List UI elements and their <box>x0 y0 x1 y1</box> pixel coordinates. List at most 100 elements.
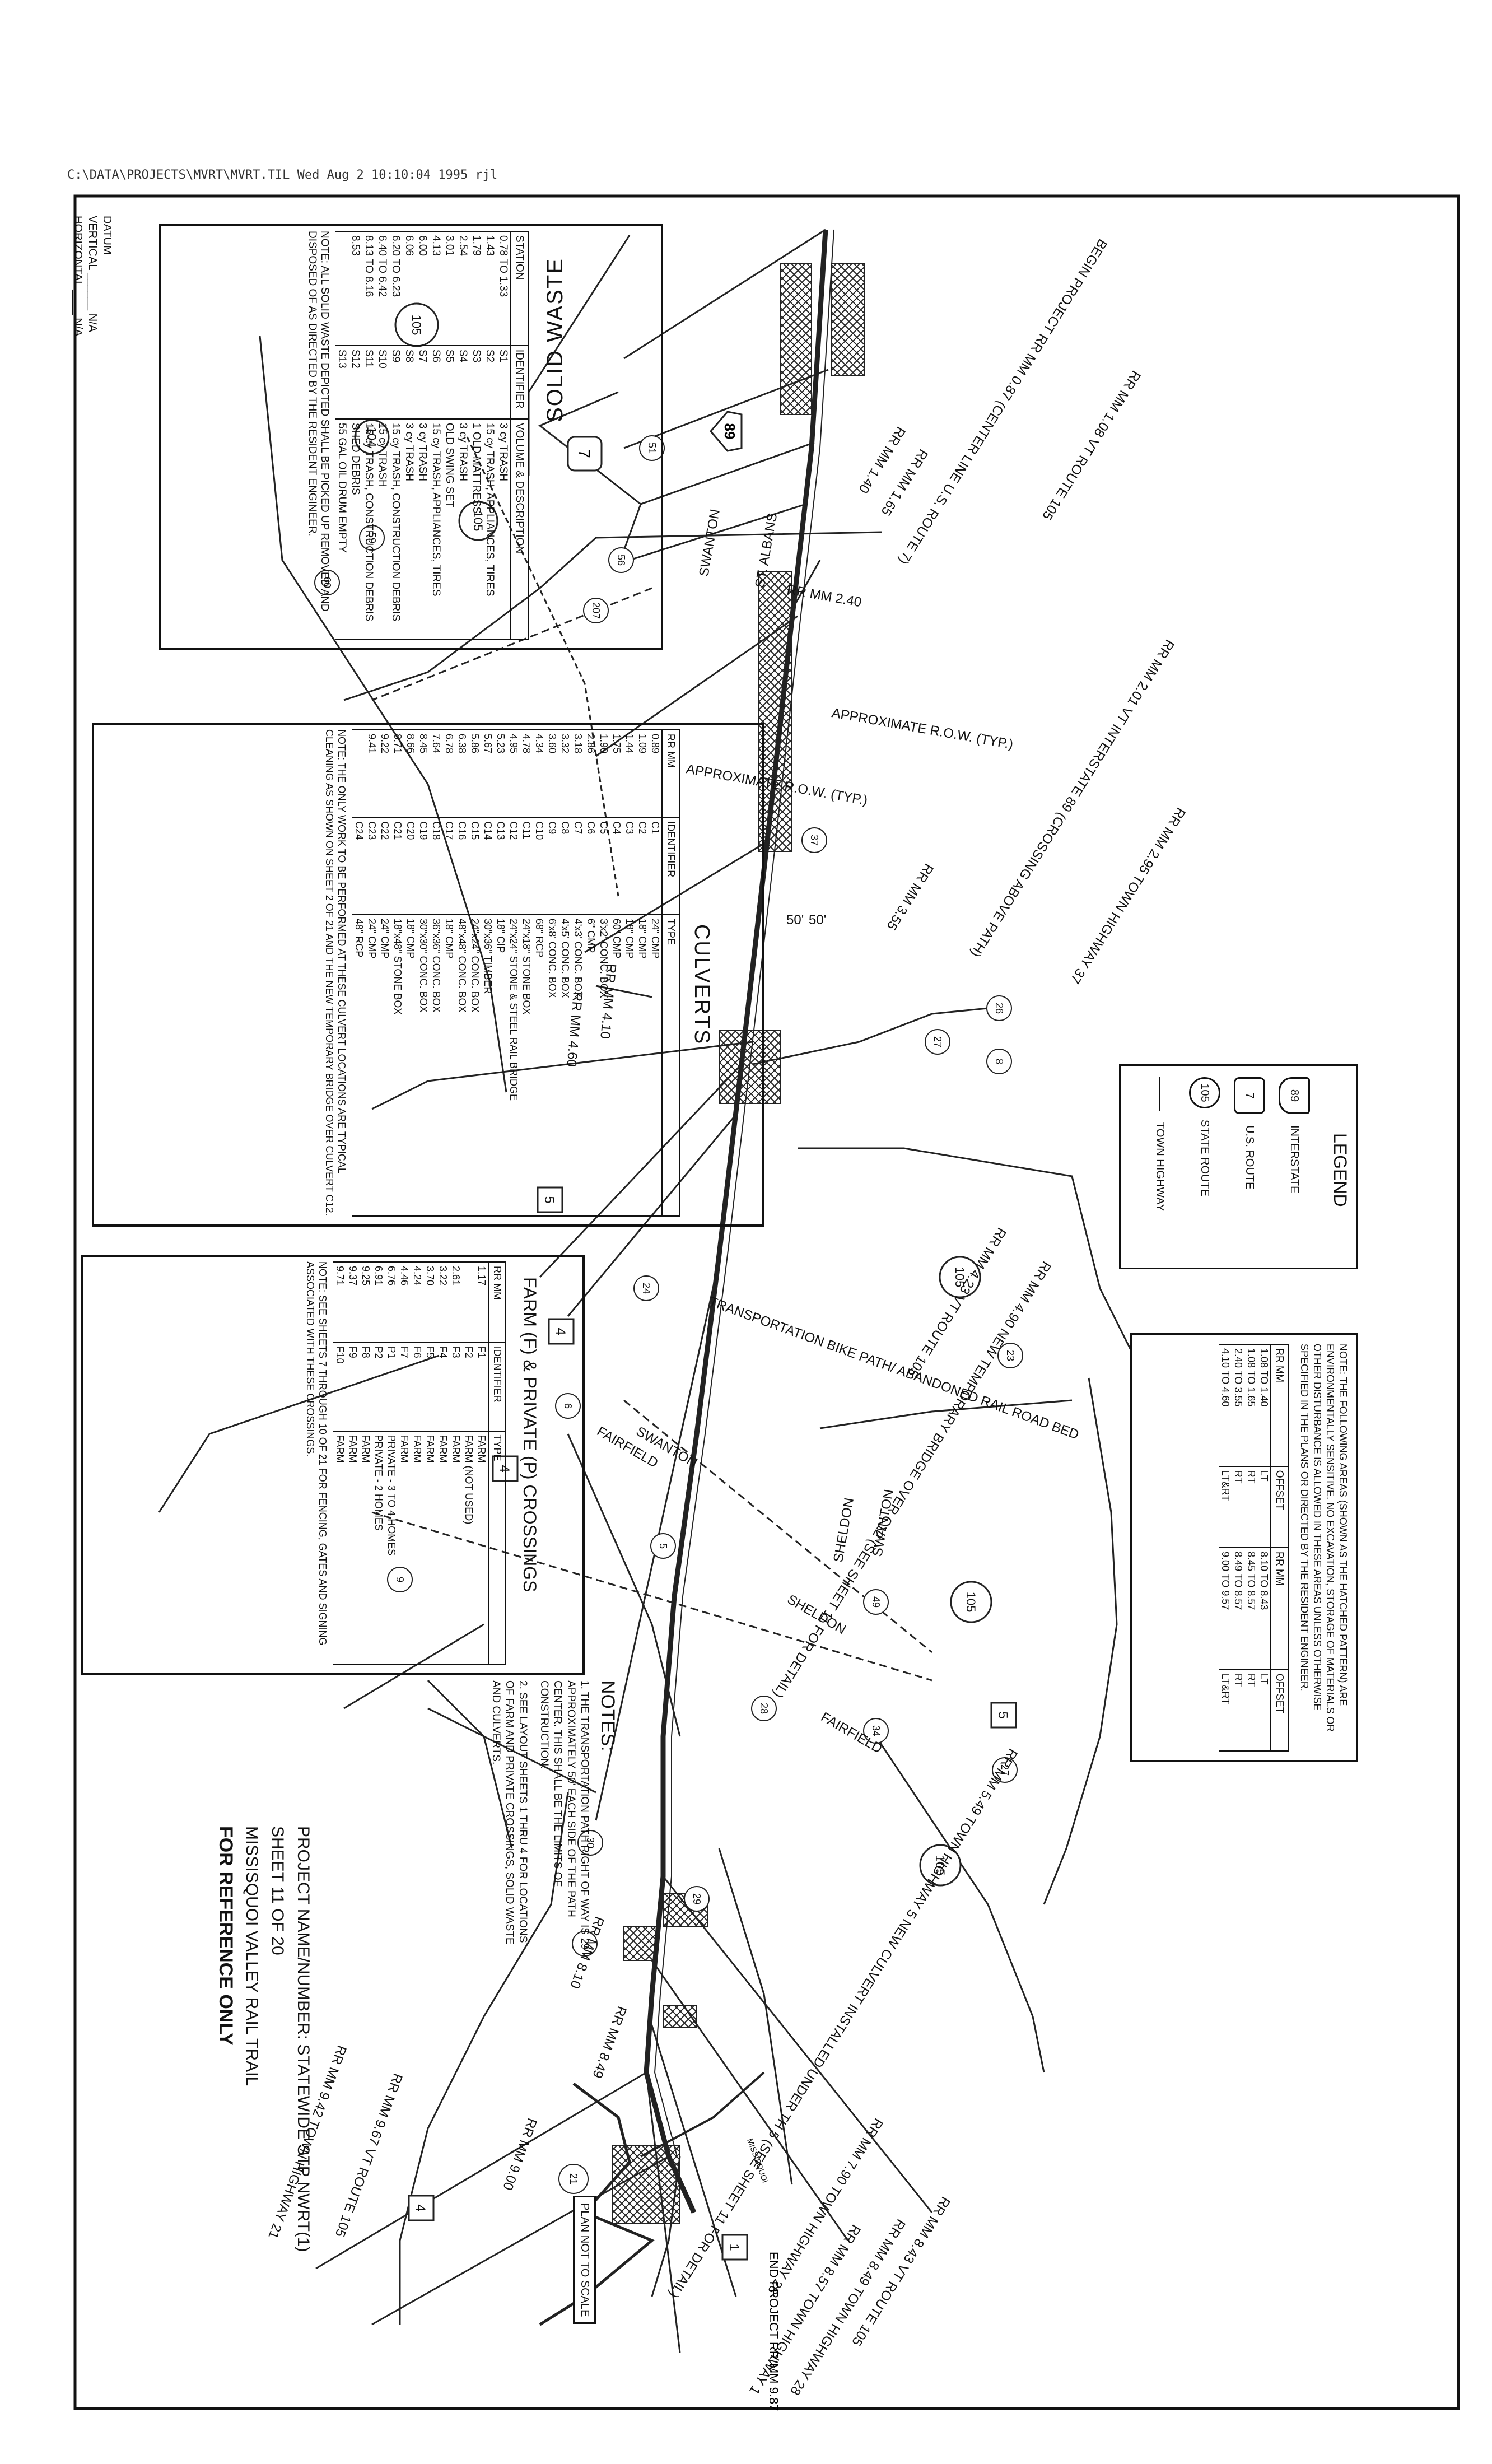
svg-text:89: 89 <box>721 423 738 440</box>
svg-text:6: 6 <box>562 1403 574 1409</box>
solid-waste-cell: 1 OLD MATTRESS <box>469 418 483 639</box>
solid-waste-cell: S8 <box>402 345 416 419</box>
road-th23 <box>819 1399 1073 1429</box>
svg-text:7: 7 <box>576 449 593 458</box>
culverts-cell: C1 <box>649 817 662 915</box>
svg-text:28: 28 <box>758 1703 770 1714</box>
culverts-cell: C18 <box>430 817 442 915</box>
culverts-cell: 5.23 <box>494 730 507 818</box>
culverts-cell: C16 <box>455 817 468 915</box>
solid-waste-cell: 3 cy TRASH <box>496 418 510 639</box>
crossings-cell: F7 <box>398 1342 411 1431</box>
hatch-area-2 <box>780 263 812 415</box>
solid-waste-cell: 1.79 <box>469 231 483 346</box>
solid-waste-cell: 6.40 TO 6.42 <box>375 231 389 346</box>
culverts-header-cell: RR MM <box>662 730 679 818</box>
culverts-cell: 3.60 <box>545 730 558 818</box>
th-30: 30 <box>577 1830 603 1856</box>
state-route-circle-icon: 105 <box>1189 1077 1220 1108</box>
square-4-a: 4 <box>548 1318 575 1345</box>
crossings-note: NOTE: SEE SHEETS 7 THROUGH 10 OF 21 FOR … <box>305 1261 328 1646</box>
th-24: 24 <box>633 1275 659 1301</box>
culverts-note: NOTE: THE ONLY WORK TO BE PERFORMED AT T… <box>324 729 347 1216</box>
shield-105-a: 105 <box>394 302 439 347</box>
end-project-box: END PROJECT RR MM 9.87 <box>767 2252 781 2411</box>
crossings-cell: F8 <box>359 1342 372 1431</box>
road-th30 <box>343 1623 484 1710</box>
legend-item: TOWN HIGHWAY <box>1137 1077 1182 1256</box>
svg-text:51: 51 <box>646 443 658 454</box>
datum-block: DATUM VERTICAL ______ N/A HORIZONTAL ___… <box>71 216 114 337</box>
crossings-cell: PRIVATE - 2 HOMES <box>372 1431 385 1664</box>
crossings-cell: FARM <box>423 1431 436 1664</box>
solid-waste-title: SOLID WASTE <box>543 258 567 422</box>
culverts-cell: 8.71 <box>391 730 404 818</box>
culverts-cell: 18" CMP <box>623 914 636 1216</box>
legend-label: U.S. ROUTE <box>1243 1125 1256 1190</box>
note-item: 1. THE TRANSPORTATION PATH RIGHT OF WAY … <box>538 1680 590 1935</box>
th-56: 56 <box>608 547 634 573</box>
solid-waste-cell: S11 <box>362 345 375 419</box>
culverts-cell: C15 <box>468 817 481 915</box>
culverts-cell: 30"x36" TIMBER <box>481 914 494 1216</box>
label-mm967: RR MM 9.67 VT ROUTE 105 <box>332 2071 405 2239</box>
culverts-cell: 24"x24" CONC. BOX <box>468 914 481 1216</box>
solid-waste-cell: S13 <box>335 345 348 419</box>
hatch-area-6 <box>623 1926 658 1961</box>
svg-text:56: 56 <box>616 555 627 566</box>
sensitive-note-header-cell: RR MM <box>1271 1547 1288 1670</box>
culverts-cell: 1.75 <box>610 730 623 818</box>
datum-vertical: VERTICAL ______ N/A <box>86 216 99 332</box>
label-mm108: RR MM 1.08 VT ROUTE 105 <box>1039 368 1144 523</box>
legend-label: TOWN HIGHWAY <box>1154 1122 1167 1212</box>
square-5-b: 5 <box>990 1702 1017 1729</box>
town-highway-line-icon <box>1159 1077 1161 1111</box>
square-5-a: 5 <box>537 1186 563 1213</box>
notes-items: 1. THE TRANSPORTATION PATH RIGHT OF WAY … <box>489 1680 591 1960</box>
solid-waste-header-cell: VOLUME & DESCRIPTION <box>510 418 528 639</box>
solid-waste-cell: S3 <box>469 345 483 419</box>
culverts-cell: C3 <box>623 817 636 915</box>
leader-942 <box>315 2071 647 2270</box>
culverts-cell: C6 <box>584 817 597 915</box>
label-bike-path: TRANSPORTATION BIKE PATH/ ABANDONED RAIL… <box>707 1294 1081 1442</box>
solid-waste-cell: S5 <box>442 345 456 419</box>
th-28: 28 <box>751 1696 777 1721</box>
label-dim-2: 50' <box>809 912 826 928</box>
culverts-header-cell: IDENTIFIER <box>662 817 679 915</box>
notes-title: NOTES: <box>597 1680 618 1752</box>
hatch-area-1 <box>831 263 865 376</box>
label-mm849: RR MM 8.49 <box>589 2004 629 2080</box>
town-boundary-fairfield <box>371 1511 932 1682</box>
culverts-cell: 4.78 <box>520 730 533 818</box>
label-swanton-1: SWANTON <box>696 508 723 577</box>
road-th37 <box>752 1007 989 1065</box>
culverts-cell: 0.89 <box>649 730 662 818</box>
road-th5 <box>371 1041 753 1110</box>
solid-waste-header-cell: IDENTIFIER <box>510 345 528 419</box>
th-59: 59 <box>359 525 385 551</box>
sensitive-note-header-cell: OFFSET <box>1271 1466 1288 1548</box>
sensitive-note-cell: 9.00 TO 9.57 <box>1219 1547 1232 1670</box>
